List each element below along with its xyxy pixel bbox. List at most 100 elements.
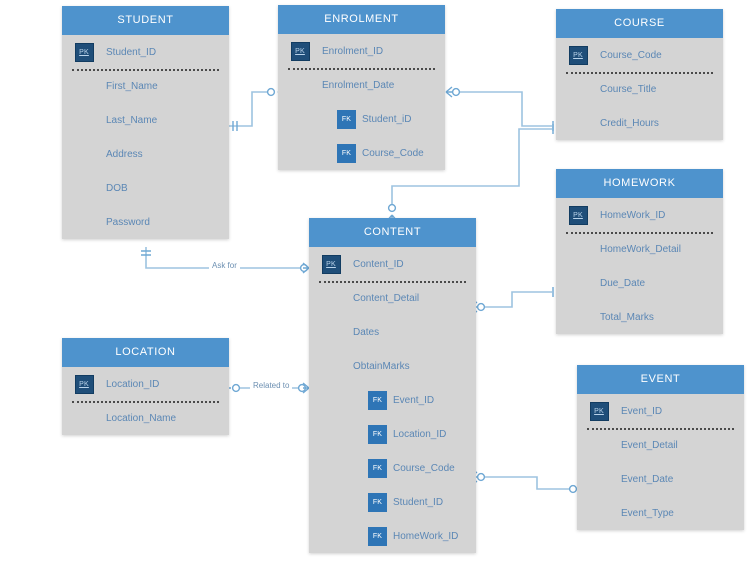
table-row[interactable]: ObtainMarks — [309, 349, 476, 383]
table-row[interactable]: Address — [62, 137, 229, 171]
table-row[interactable]: Event_Date — [577, 462, 744, 496]
pk-badge: PK — [568, 205, 588, 225]
field-label: Enrolment_ID — [322, 45, 384, 57]
table-row[interactable]: Last_Name — [62, 103, 229, 137]
key-slot: PK — [278, 41, 322, 61]
table-row[interactable]: PK Student_ID — [62, 35, 229, 69]
pk-separator — [319, 281, 466, 283]
field-label: Location_ID — [106, 378, 160, 390]
field-label: Event_Type — [621, 507, 674, 519]
entity-content-title: CONTENT — [309, 218, 476, 247]
key-slot: FK — [278, 109, 362, 129]
field-label: DOB — [106, 182, 128, 194]
key-slot: FK — [309, 492, 393, 512]
fk-badge: FK — [368, 458, 387, 478]
entity-student-title: STUDENT — [62, 6, 229, 35]
connector-enrolment-course — [445, 86, 558, 131]
field-label: Password — [106, 216, 150, 228]
fk-badge: FK — [368, 492, 387, 512]
field-label: Enrolment_Date — [322, 79, 395, 91]
pk-badge: PK — [290, 41, 310, 61]
field-label: Course_Code — [362, 147, 424, 159]
field-label: Last_Name — [106, 114, 158, 126]
field-label: HomeWork_Detail — [600, 243, 681, 255]
table-row[interactable]: Content_Detail — [309, 281, 476, 315]
entity-enrolment-fields: PK Enrolment_ID Enrolment_Date FK Studen… — [278, 34, 445, 170]
table-row[interactable]: FK Student_ID — [309, 485, 476, 519]
entity-location-title: LOCATION — [62, 338, 229, 367]
field-label: Student_iD — [362, 113, 412, 125]
pk-badge: PK — [74, 42, 94, 62]
field-label: Student_ID — [106, 46, 157, 58]
key-slot: FK — [309, 390, 393, 410]
table-row[interactable]: Dates — [309, 315, 476, 349]
entity-event[interactable]: EVENT PK Event_ID Event_Detail Event_Dat… — [577, 365, 744, 530]
entity-content[interactable]: CONTENT PK Content_ID Content_Detail Dat… — [309, 218, 476, 553]
table-row[interactable]: PK Enrolment_ID — [278, 34, 445, 68]
fk-badge: FK — [337, 109, 356, 129]
pk-separator — [566, 72, 713, 74]
table-row[interactable]: DOB — [62, 171, 229, 205]
key-slot: PK — [556, 205, 600, 225]
table-row[interactable]: HomeWork_Detail — [556, 232, 723, 266]
field-label: Address — [106, 148, 143, 160]
table-row[interactable]: PK Location_ID — [62, 367, 229, 401]
table-row[interactable]: PK HomeWork_ID — [556, 198, 723, 232]
table-row[interactable]: Event_Type — [577, 496, 744, 530]
table-row[interactable]: Credit_Hours — [556, 106, 723, 140]
field-label: ObtainMarks — [353, 360, 410, 372]
table-row[interactable]: Enrolment_Date — [278, 68, 445, 102]
key-slot: FK — [309, 458, 393, 478]
relationship-label-related-to: Related to — [250, 381, 293, 390]
pk-badge: PK — [589, 401, 609, 421]
pk-badge: PK — [74, 374, 94, 394]
table-row[interactable]: FK Course_Code — [278, 136, 445, 170]
table-row[interactable]: PK Content_ID — [309, 247, 476, 281]
connector-student-enrolment — [229, 86, 285, 131]
entity-enrolment[interactable]: ENROLMENT PK Enrolment_ID Enrolment_Date… — [278, 5, 445, 170]
key-slot: PK — [556, 45, 600, 65]
field-label: Event_Detail — [621, 439, 678, 451]
entity-location-fields: PK Location_ID Location_Name — [62, 367, 229, 435]
entity-location[interactable]: LOCATION PK Location_ID Location_Name — [62, 338, 229, 435]
pk-separator — [72, 69, 219, 71]
fk-badge: FK — [368, 424, 387, 444]
entity-student[interactable]: STUDENT PK Student_ID First_Name Last_Na… — [62, 6, 229, 239]
field-label: Student_ID — [393, 496, 444, 508]
key-slot: PK — [62, 42, 106, 62]
entity-student-fields: PK Student_ID First_Name Last_Name Addre… — [62, 35, 229, 239]
field-label: Due_Date — [600, 277, 646, 289]
pk-separator — [587, 428, 734, 430]
fk-badge: FK — [368, 390, 387, 410]
table-row[interactable]: PK Course_Code — [556, 38, 723, 72]
field-label: Event_Date — [621, 473, 674, 485]
table-row[interactable]: FK Student_iD — [278, 102, 445, 136]
pk-badge: PK — [321, 254, 341, 274]
table-row[interactable]: First_Name — [62, 69, 229, 103]
table-row[interactable]: Due_Date — [556, 266, 723, 300]
entity-homework-title: HOMEWORK — [556, 169, 723, 198]
key-slot: FK — [309, 424, 393, 444]
table-row[interactable]: Location_Name — [62, 401, 229, 435]
entity-content-fields: PK Content_ID Content_Detail Dates Obtai… — [309, 247, 476, 553]
table-row[interactable]: PK Event_ID — [577, 394, 744, 428]
fk-badge: FK — [368, 526, 387, 546]
table-row[interactable]: Total_Marks — [556, 300, 723, 334]
entity-course[interactable]: COURSE PK Course_Code Course_Title Credi… — [556, 9, 723, 140]
field-label: Credit_Hours — [600, 117, 659, 129]
entity-homework[interactable]: HOMEWORK PK HomeWork_ID HomeWork_Detail … — [556, 169, 723, 334]
key-slot: PK — [577, 401, 621, 421]
pk-badge: PK — [568, 45, 588, 65]
field-label: Course_Title — [600, 83, 657, 95]
table-row[interactable]: Event_Detail — [577, 428, 744, 462]
table-row[interactable]: Course_Title — [556, 72, 723, 106]
field-label: Dates — [353, 326, 380, 338]
table-row[interactable]: Password — [62, 205, 229, 239]
key-slot: PK — [62, 374, 106, 394]
field-label: Event_ID — [621, 405, 663, 417]
